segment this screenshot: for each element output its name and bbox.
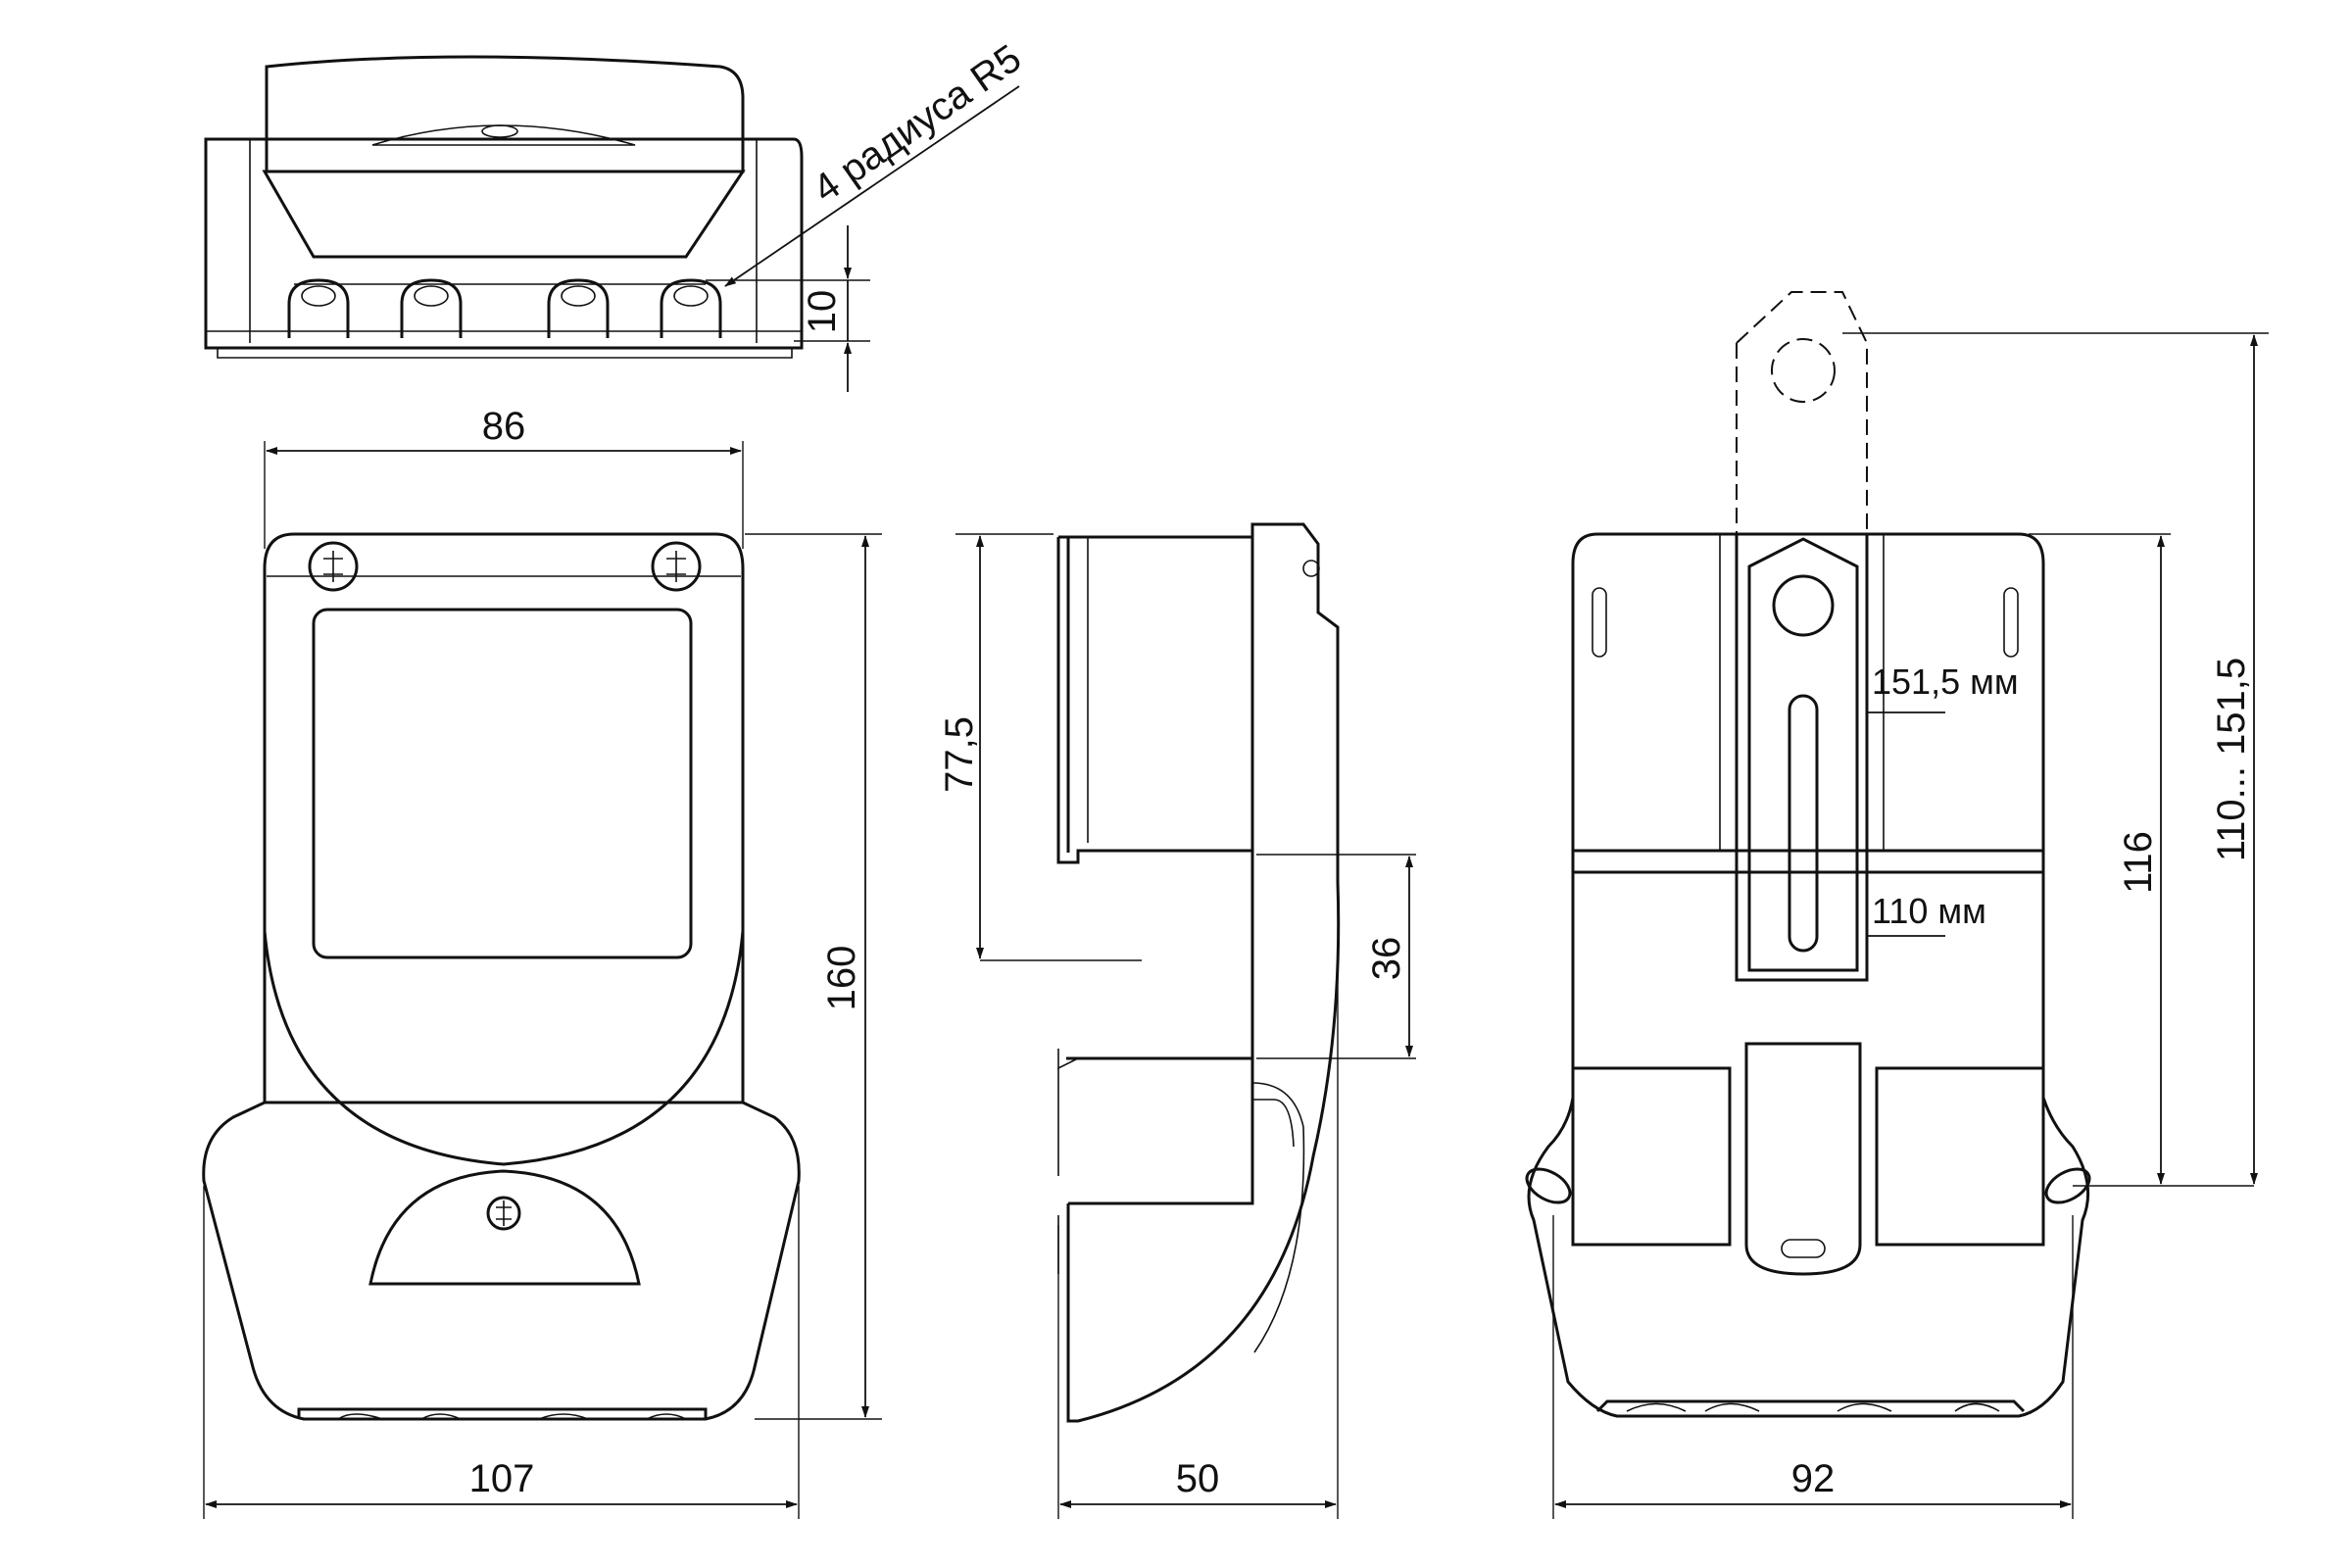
dim-92-label: 92 [1791, 1457, 1836, 1500]
screw-top-left [308, 541, 359, 592]
seal-cover [368, 1169, 641, 1286]
dim-50-label: 50 [1176, 1457, 1220, 1500]
seal-screw [486, 1196, 521, 1231]
front-view: 86 160 [202, 405, 882, 1519]
radius-leader [724, 85, 1020, 287]
rear-view: 151,5 мм 110 мм 116 110... 151,5 92 [1525, 291, 2269, 1519]
terminal-hole-4 [660, 278, 722, 338]
dim-10-label: 10 [801, 290, 844, 334]
extended-bracket-outline [1736, 291, 1868, 534]
screw-top-right [651, 541, 702, 592]
dim-116-label: 116 [2117, 831, 2160, 894]
terminal-hole-2 [400, 278, 463, 338]
dim-86-label: 86 [482, 405, 526, 448]
radius-note: 4 радиуса R5 [806, 36, 1029, 211]
dim-107-label: 107 [469, 1457, 535, 1500]
top-view: 4 радиуса R5 10 [204, 36, 1029, 392]
dim-36-label: 36 [1365, 937, 1408, 981]
dim-110-mm-label: 110 мм [1872, 891, 1986, 931]
side-view: 77,5 36 50 [938, 522, 1416, 1519]
dim-151-5-mm-label: 151,5 мм [1872, 662, 2019, 702]
terminal-hole-3 [547, 278, 610, 338]
dim-77-5-label: 77,5 [938, 716, 981, 793]
dim-110-151-5-label: 110... 151,5 [2210, 658, 2253, 861]
dim-160-label: 160 [820, 946, 863, 1011]
display-window [312, 608, 693, 959]
terminal-hole-1 [287, 278, 350, 338]
